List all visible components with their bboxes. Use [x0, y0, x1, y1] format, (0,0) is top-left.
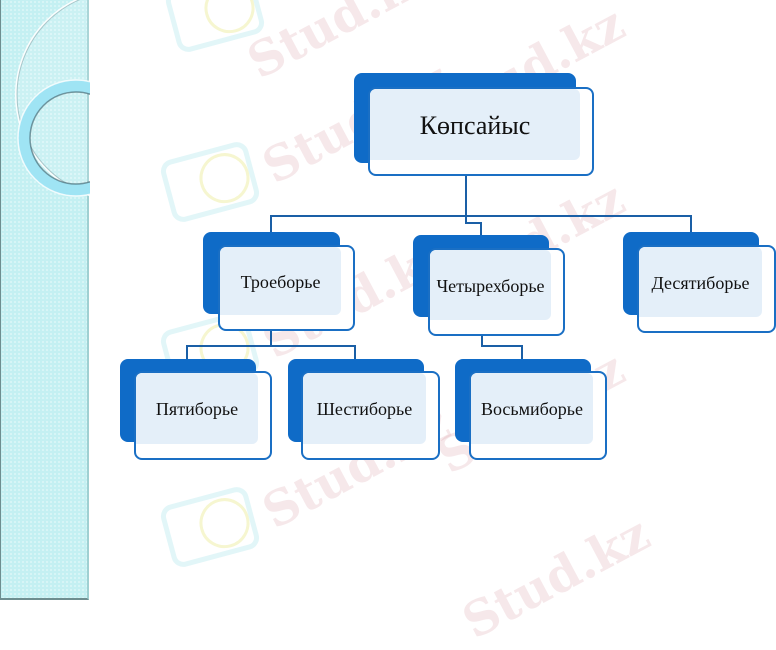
watermark-text: Stud.kz: [453, 505, 659, 650]
node-label: Восьмиборье: [480, 399, 584, 419]
connector-line: [465, 222, 481, 224]
connector-line: [465, 215, 467, 223]
connector-line: [481, 345, 523, 347]
connector-line: [690, 215, 692, 233]
connector-line: [465, 174, 467, 216]
connector-line: [354, 345, 356, 360]
node-label: Шестиборье: [316, 399, 413, 419]
node-label: Четырехборье: [436, 275, 545, 296]
connector-line: [186, 345, 188, 360]
connector-line: [481, 336, 483, 346]
watermark-logo-icon: [158, 139, 262, 225]
connector-line: [521, 345, 523, 360]
connector-line: [270, 331, 272, 346]
decorative-sidebar: [0, 0, 90, 600]
node-label: Троеборье: [240, 271, 321, 292]
connector-line: [480, 222, 482, 236]
connector-line: [270, 215, 692, 217]
connector-line: [270, 215, 272, 233]
rings-decoration-icon: [15, 0, 90, 197]
watermark-logo-icon: [163, 0, 267, 55]
node-label: Көпсайыс: [419, 110, 531, 140]
node-label: Десятиборье: [651, 272, 750, 293]
node-label: Пятиборье: [155, 399, 239, 419]
watermark-logo-icon: [158, 484, 262, 570]
connector-line: [186, 345, 356, 347]
